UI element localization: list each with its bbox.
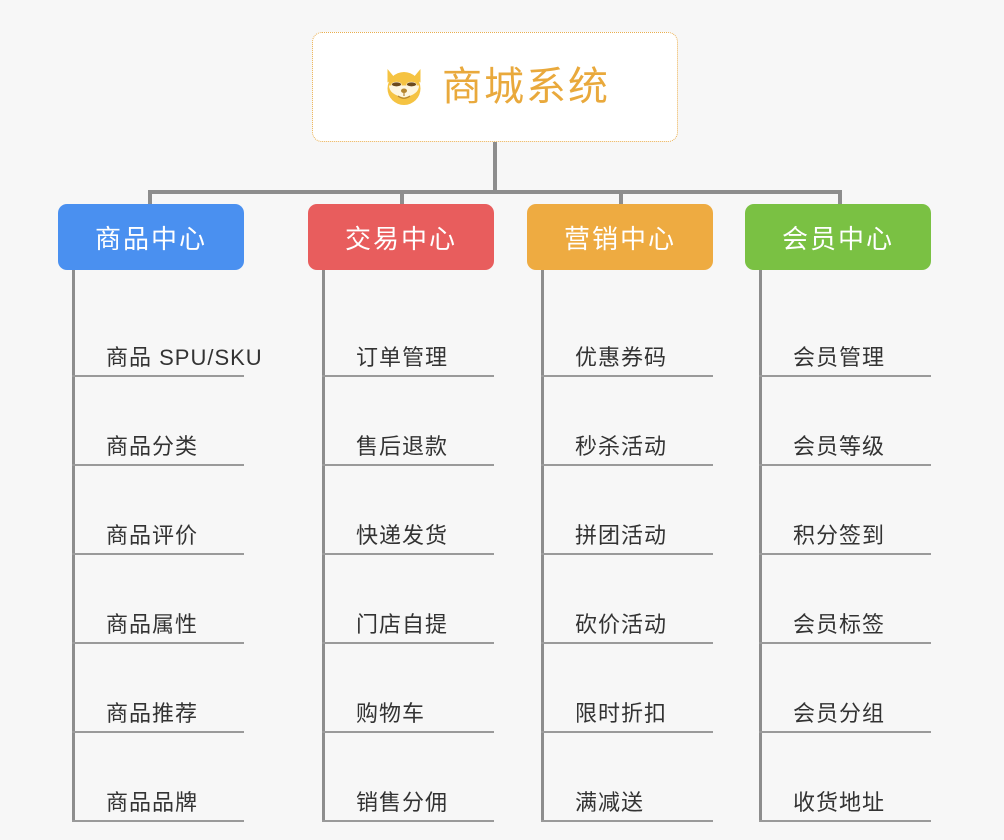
leaf-label: 订单管理 [356,344,449,370]
connector-root-stem [493,142,497,194]
leaf-item[interactable]: 商品属性 [72,555,244,644]
connector-drop-4 [838,190,842,208]
leaf-item[interactable]: 会员分组 [759,644,931,733]
branch-header-label: 营销中心 [563,223,676,254]
connector-drop-2 [400,190,404,208]
leaf-item[interactable]: 收货地址 [759,733,931,822]
leaf-list-member: 会员管理 会员等级 积分签到 会员标签 会员分组 收货地址 [759,270,931,822]
branch-header-product[interactable]: 商品中心 [58,204,244,270]
leaf-label: 砍价活动 [575,611,668,637]
leaf-label: 优惠券码 [575,344,668,370]
leaf-label: 快递发货 [356,522,449,548]
leaf-label: 会员管理 [793,344,886,370]
leaf-list-product: 商品 SPU/SKU 商品分类 商品评价 商品属性 商品推荐 商品品牌 [72,270,262,822]
leaf-label: 会员分组 [793,700,886,726]
leaf-item[interactable]: 商品分类 [72,377,244,466]
branch-header-label: 商品中心 [94,223,207,254]
branch-header-member[interactable]: 会员中心 [745,204,931,270]
leaf-item[interactable]: 门店自提 [322,555,494,644]
leaf-item[interactable]: 拼团活动 [541,466,713,555]
leaf-spine [759,270,762,822]
leaf-label: 积分签到 [793,522,886,548]
leaf-label: 满减送 [575,789,645,815]
leaf-label: 商品评价 [106,522,199,548]
connector-drop-1 [148,190,152,208]
leaf-item[interactable]: 购物车 [322,644,494,733]
leaf-label: 商品品牌 [106,789,199,815]
leaf-list-marketing: 优惠券码 秒杀活动 拼团活动 砍价活动 限时折扣 满减送 [541,270,713,822]
leaf-item[interactable]: 会员管理 [759,288,931,377]
leaf-label: 商品分类 [106,433,199,459]
leaf-item[interactable]: 订单管理 [322,288,494,377]
leaf-item[interactable]: 优惠券码 [541,288,713,377]
leaf-label: 售后退款 [356,433,449,459]
leaf-item[interactable]: 砍价活动 [541,555,713,644]
branch-column-trade: 交易中心 订单管理 售后退款 快递发货 门店自提 购物车 销售分佣 [308,204,494,822]
branch-header-trade[interactable]: 交易中心 [308,204,494,270]
leaf-label: 限时折扣 [575,700,668,726]
leaf-label: 商品推荐 [106,700,199,726]
leaf-item[interactable]: 积分签到 [759,466,931,555]
leaf-label: 门店自提 [356,611,449,637]
leaf-spine [72,270,75,822]
leaf-label: 会员标签 [793,611,886,637]
leaf-list-trade: 订单管理 售后退款 快递发货 门店自提 购物车 销售分佣 [322,270,494,822]
leaf-item[interactable]: 限时折扣 [541,644,713,733]
connector-drop-3 [619,190,623,208]
leaf-label: 秒杀活动 [575,433,668,459]
leaf-label: 收货地址 [793,789,886,815]
leaf-label: 购物车 [356,700,426,726]
leaf-label: 商品属性 [106,611,199,637]
leaf-label: 会员等级 [793,433,886,459]
root-title: 商城系统 [442,65,610,109]
shiba-dog-face-icon [380,63,428,111]
leaf-item[interactable]: 秒杀活动 [541,377,713,466]
branch-header-label: 交易中心 [344,223,457,254]
leaf-item[interactable]: 商品推荐 [72,644,244,733]
root-node[interactable]: 商城系统 [312,32,678,142]
leaf-item[interactable]: 商品评价 [72,466,244,555]
leaf-item[interactable]: 快递发货 [322,466,494,555]
leaf-spine [541,270,544,822]
leaf-label: 商品 SPU/SKU [106,344,263,370]
leaf-label: 销售分佣 [356,789,449,815]
leaf-label: 拼团活动 [575,522,668,548]
leaf-spine [322,270,325,822]
leaf-item[interactable]: 商品品牌 [72,733,244,822]
branch-header-label: 会员中心 [781,223,894,254]
leaf-item[interactable]: 商品 SPU/SKU [72,288,262,377]
leaf-item[interactable]: 满减送 [541,733,713,822]
branch-column-member: 会员中心 会员管理 会员等级 积分签到 会员标签 会员分组 收货地址 [745,204,931,822]
leaf-item[interactable]: 售后退款 [322,377,494,466]
branch-column-marketing: 营销中心 优惠券码 秒杀活动 拼团活动 砍价活动 限时折扣 满减送 [527,204,713,822]
connector-horizontal-bus [150,190,840,194]
leaf-item[interactable]: 会员等级 [759,377,931,466]
leaf-item[interactable]: 销售分佣 [322,733,494,822]
branch-column-product: 商品中心 商品 SPU/SKU 商品分类 商品评价 商品属性 商品推荐 商品品牌 [58,204,262,822]
leaf-item[interactable]: 会员标签 [759,555,931,644]
branch-header-marketing[interactable]: 营销中心 [527,204,713,270]
